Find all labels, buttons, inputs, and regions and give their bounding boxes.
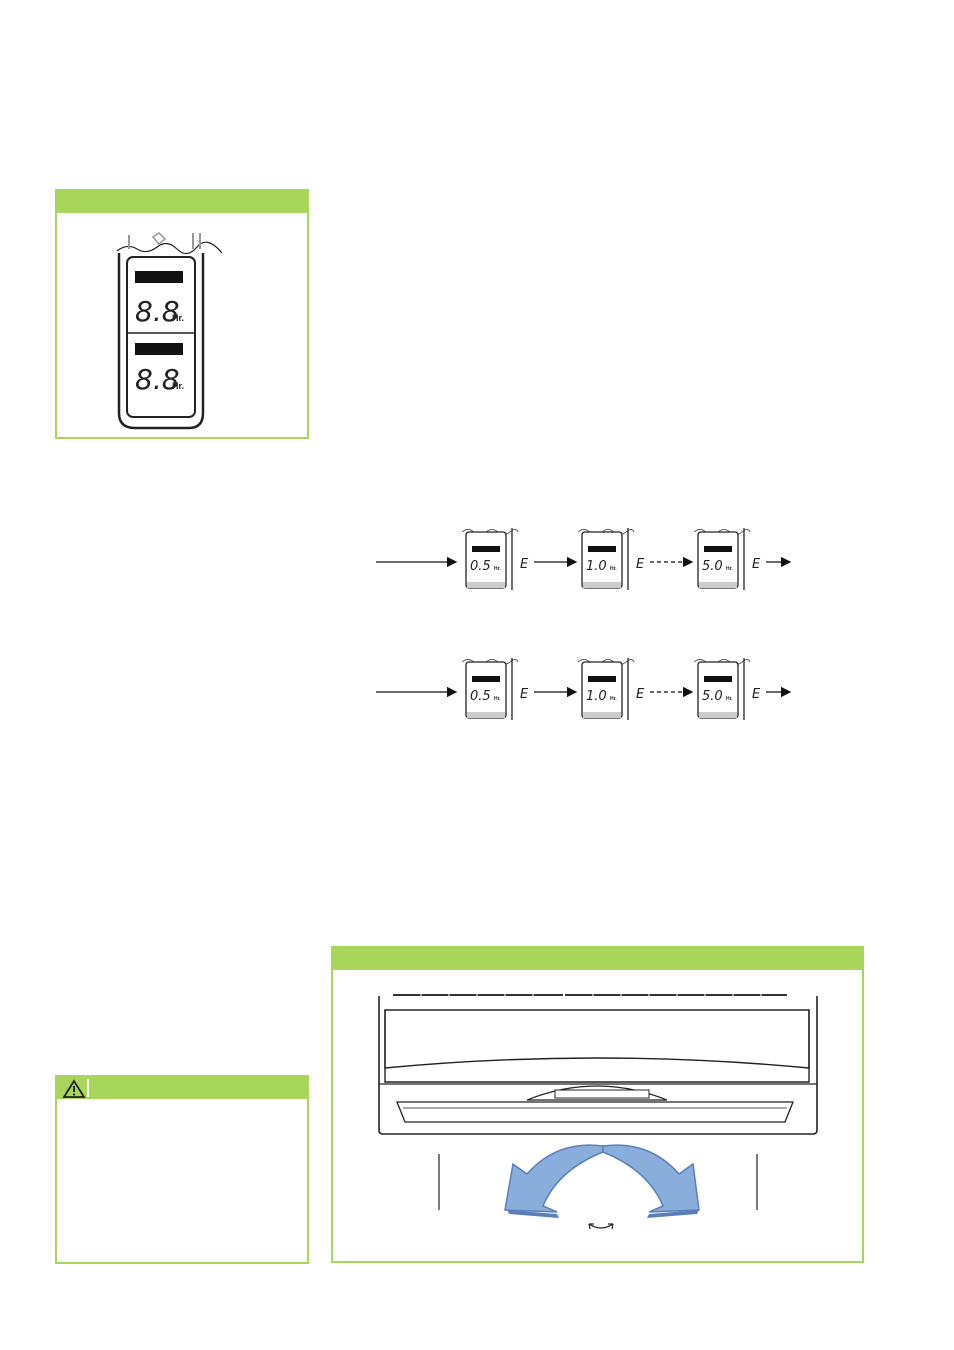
timer-step-value: 1.0 [586,689,607,704]
sequence-separator-glyph: E [636,557,645,572]
timer-unit-bottom: Hr. [172,381,184,391]
sequence-separator-glyph: E [520,557,529,572]
airflow-arrows [504,1144,700,1218]
timer-step-unit: Hr. [726,566,733,572]
timer-step-value: 1.0 [586,559,607,574]
warning-panel [55,1075,309,1264]
warning-triangle-icon [62,1079,86,1098]
timer-step-unit: Hr. [610,566,617,572]
indoor-unit-illustration [378,994,818,1230]
panel-header [57,191,307,213]
timer-step-value: 5.0 [702,689,723,704]
sequence-separator-glyph: E [752,687,761,702]
swing-arrow-icon [588,1223,614,1230]
sequence-separator-glyph: E [636,687,645,702]
header-divider [87,1079,89,1097]
timer-digits-top: 8.8 [135,295,180,328]
timer-step-unit: Hr. [494,566,501,572]
timer-display-panel: 8.8 Hr. 8.8 Hr. [55,189,309,439]
timer-step-value: 0.5 [470,689,491,704]
panel-header [333,948,862,970]
timer-step-value: 5.0 [702,559,723,574]
airflow-direction-panel [331,946,864,1263]
timer-step-unit: Hr. [610,696,617,702]
sequence-separator-glyph: E [520,687,529,702]
timer-step-unit: Hr. [494,696,501,702]
timer-step-value: 0.5 [470,559,491,574]
timer-display-illustration: 8.8 Hr. 8.8 Hr. [116,232,223,430]
timer-digits-bottom: 8.8 [135,363,180,396]
panel-header [57,1077,307,1099]
sequence-separator-glyph: E [752,557,761,572]
timer-unit-top: Hr. [172,313,184,323]
timer-step-unit: Hr. [726,696,733,702]
